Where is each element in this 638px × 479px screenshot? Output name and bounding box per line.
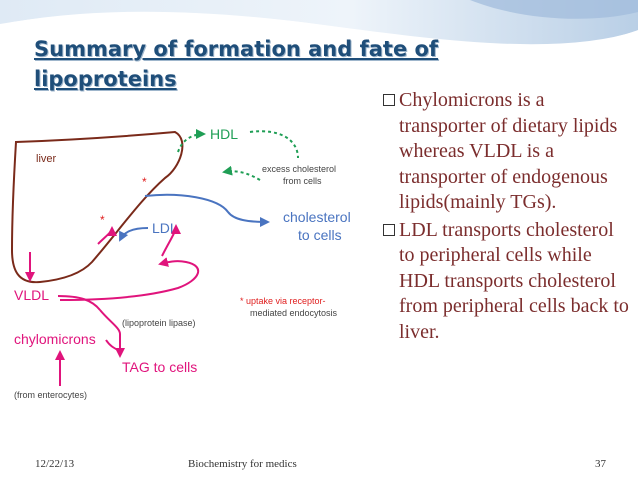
footer-center: Biochemistry for medics	[188, 458, 297, 470]
chylo-to-tag-arrow	[105, 339, 119, 351]
slide-title: Summary of formation and fate of lipopro…	[34, 37, 439, 91]
idl-to-ldl-arrow	[161, 224, 181, 257]
bullet-text: Chylomicrons is a transporter of dietary…	[399, 89, 618, 213]
bullet-text: LDL transports cholesterol to peripheral…	[399, 218, 629, 343]
enterocytes-label: (from enterocytes)	[14, 390, 87, 400]
footer-date: 12/22/13	[35, 458, 75, 470]
hdl-arrow	[177, 129, 206, 153]
ldl-to-cells-arrow	[144, 193, 270, 227]
remnant-loop-arrow	[59, 257, 200, 301]
square-bullet-icon	[382, 223, 399, 237]
hdl-label: HDL	[210, 126, 238, 142]
tag-label: TAG to cells	[122, 359, 197, 375]
bullet-item: LDL transports cholesterol to peripheral…	[382, 218, 632, 346]
excess-cholesterol-label-1: excess cholesterol	[262, 164, 336, 174]
footer-page-number: 37	[595, 458, 606, 470]
chylomicrons-label: chylomicrons	[14, 331, 96, 347]
liver-outline	[10, 130, 184, 284]
excess-cholesterol-label-2: from cells	[283, 176, 322, 186]
asterisk-3: *	[260, 216, 265, 230]
bullet-list: Chylomicrons is a transporter of dietary…	[382, 88, 632, 345]
cholesterol-label-1: cholesterol	[283, 209, 351, 225]
return-green-arrow	[222, 165, 261, 181]
excess-cholesterol-arrow	[249, 130, 299, 159]
ldl-to-liver-arrow	[119, 227, 149, 242]
square-bullet-icon	[382, 93, 399, 107]
cholesterol-label-2: to cells	[298, 227, 342, 243]
header-banner	[0, 0, 638, 48]
liver-label: liver	[36, 153, 57, 165]
bullet-item: Chylomicrons is a transporter of dietary…	[382, 88, 632, 216]
vldl-label: VLDL	[14, 287, 49, 303]
asterisk-2: *	[100, 213, 105, 227]
asterisk-1: *	[142, 175, 147, 189]
chylo-to-liver-arrow	[97, 226, 117, 245]
lipase-branch-arrow	[99, 309, 125, 358]
vldl-to-tag-arrow	[57, 295, 101, 311]
lipase-label: (lipoprotein lipase)	[122, 318, 196, 328]
lipoprotein-diagram: liver HDL excess cholesterol from cells …	[10, 126, 351, 400]
uptake-note-1: * uptake via receptor-	[240, 296, 326, 306]
uptake-note-2: mediated endocytosis	[250, 308, 338, 318]
